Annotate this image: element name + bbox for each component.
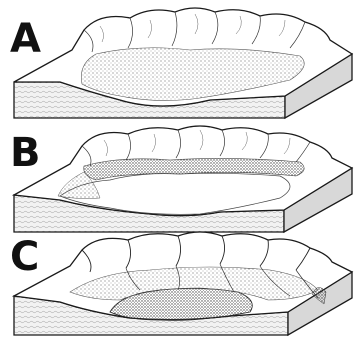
panel-c: C	[10, 232, 352, 335]
panel-b: B	[10, 126, 352, 232]
panel-a-label: A	[10, 16, 41, 62]
panel-a: A	[10, 8, 352, 118]
panel-b-label: B	[10, 130, 41, 176]
panel-c-label: C	[10, 234, 39, 280]
